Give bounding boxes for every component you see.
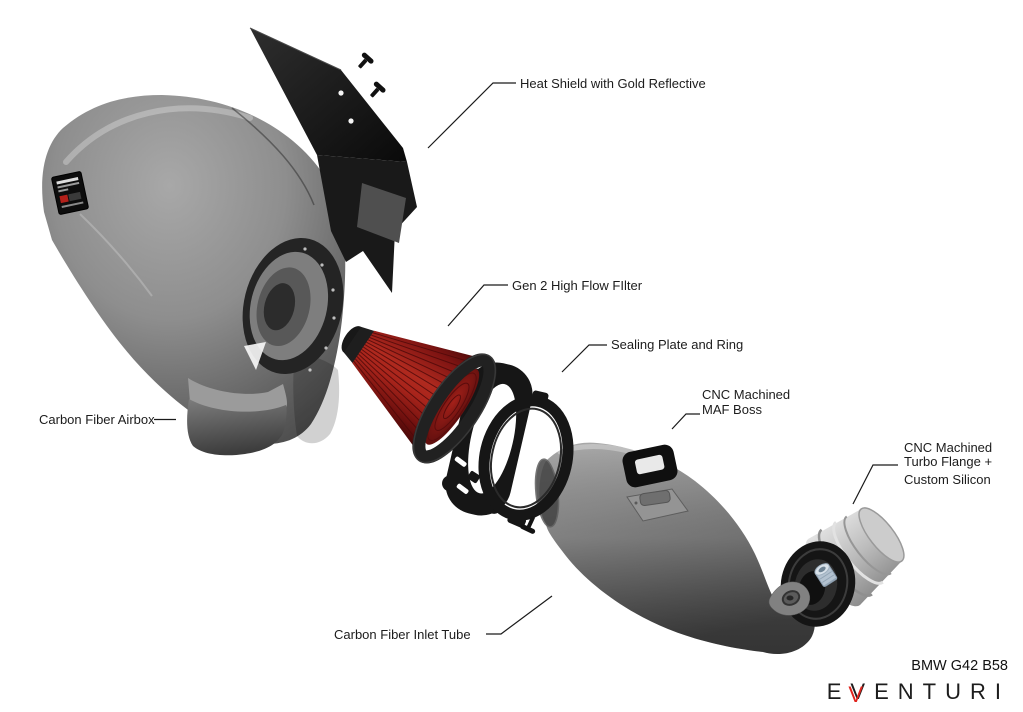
- label-maf-boss-line2: MAF Boss: [702, 402, 762, 417]
- tube-end-flange: [768, 581, 810, 616]
- label-filter: Gen 2 High Flow FIlter: [512, 278, 643, 293]
- label-turbo-flange-line3: Custom Silicon: [904, 472, 991, 487]
- sealing-ring-part: [467, 390, 574, 528]
- airbox-opening-bolts: [303, 247, 336, 372]
- label-turbo-flange: CNC Machined Turbo Flange + Custom Silic…: [904, 441, 992, 487]
- leader-inlet-tube: [486, 595, 553, 635]
- logo-v-black: V: [850, 679, 875, 704]
- carbon-fiber-airbox-part: [42, 95, 346, 456]
- label-airbox: Carbon Fiber Airbox: [39, 412, 155, 427]
- logo-v-red: V: [848, 682, 873, 707]
- heat-shield-part: [249, 27, 417, 293]
- shield-hole: [348, 118, 354, 124]
- shield-hole: [338, 90, 344, 96]
- meth-bung-nozzle: [814, 563, 838, 587]
- label-inlet-tube: Carbon Fiber Inlet Tube: [334, 627, 471, 642]
- label-sealing-plate: Sealing Plate and Ring: [611, 337, 744, 352]
- logo-letter-pre: E: [826, 679, 851, 704]
- heat-shield-screws: [358, 52, 386, 98]
- air-filter-part: [341, 326, 497, 464]
- leader-maf-boss: [671, 413, 700, 430]
- label-heat-shield: Heat Shield with Gold Reflective: [520, 76, 706, 91]
- model-label: BMW G42 B58: [911, 658, 1008, 674]
- label-turbo-flange-line2: Turbo Flange +: [904, 454, 993, 469]
- leader-lines: [154, 82, 898, 635]
- leader-heat-shield: [427, 82, 516, 149]
- leader-sealing-plate: [561, 344, 607, 373]
- maf-mount-pad: [626, 488, 689, 522]
- airbox-opening: [242, 238, 344, 374]
- leader-turbo-flange: [852, 464, 898, 505]
- airbox-sticker: [51, 171, 89, 215]
- label-turbo-flange-line1: CNC Machined: [904, 440, 993, 455]
- logo-letters-post: ENTURI: [874, 679, 1010, 704]
- turbo-flange-part: [768, 507, 905, 627]
- inlet-tube-part: [534, 442, 815, 655]
- airbox-scoop: [187, 378, 287, 456]
- maf-boss-part: [622, 444, 678, 488]
- label-maf-boss: CNC Machined MAF Boss: [702, 387, 790, 417]
- small-screw-part: [520, 516, 536, 534]
- leader-filter: [447, 284, 508, 327]
- label-maf-boss-line1: CNC Machined: [702, 387, 791, 402]
